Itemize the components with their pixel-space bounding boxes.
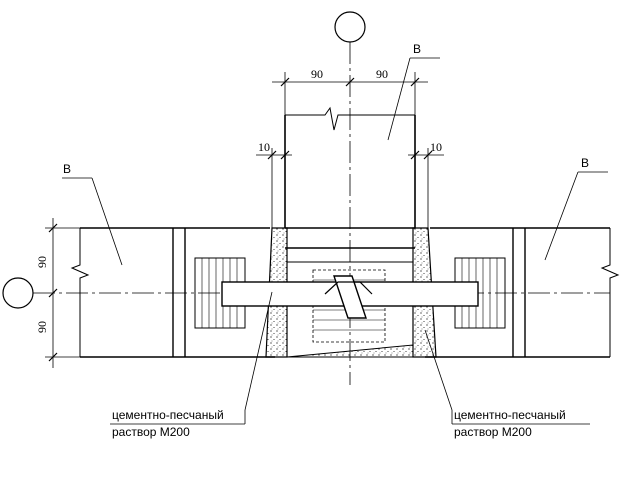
callout-right: цементно-песчаный раствор М200 xyxy=(424,329,590,439)
top-dimension-chain: 90 90 xyxy=(272,67,428,115)
axis-marker-top xyxy=(334,11,366,385)
wall-label-right: В xyxy=(581,156,589,170)
label-wall-left: В xyxy=(62,162,123,266)
side-dimension-chain: 90 90 xyxy=(35,218,80,368)
dim-gap-right: 10 xyxy=(430,140,442,154)
axis-marker-left xyxy=(2,277,610,309)
callout-right-line2: раствор М200 xyxy=(454,425,532,439)
label-wall-right: В xyxy=(544,156,608,261)
gap-dimension-right: 10 xyxy=(408,140,444,228)
wall-label-top: В xyxy=(413,42,421,56)
central-connection xyxy=(221,261,479,343)
wall-label-left: В xyxy=(63,162,71,176)
gap-dimension-left: 10 xyxy=(256,140,292,228)
callout-right-line1: цементно-песчаный xyxy=(454,408,566,422)
dim-side-top: 90 xyxy=(35,256,49,268)
callout-left: цементно-песчаный раствор М200 xyxy=(110,291,273,439)
dim-top-right: 90 xyxy=(376,67,388,81)
dim-gap-left: 10 xyxy=(258,140,270,154)
dim-side-bottom: 90 xyxy=(35,321,49,333)
label-wall-top: В xyxy=(387,42,440,141)
right-wall xyxy=(425,227,620,358)
top-wall xyxy=(284,106,416,249)
callout-left-line1: цементно-песчаный xyxy=(112,408,224,422)
dim-top-left: 90 xyxy=(311,67,323,81)
callout-left-line2: раствор М200 xyxy=(112,425,190,439)
